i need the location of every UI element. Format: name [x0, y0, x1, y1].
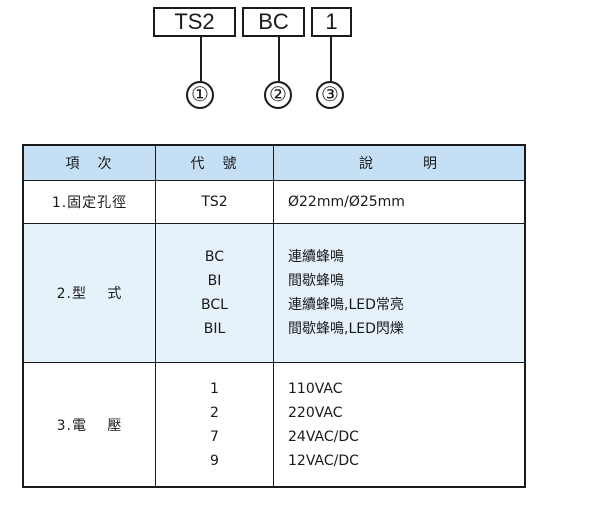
code-value: BI [207, 273, 222, 289]
table-row: 1.固定孔徑 TS2 Ø22mm/Ø25mm [22, 180, 526, 224]
description-value: Ø22mm/Ø25mm [288, 194, 405, 210]
row-codes: TS2 [155, 180, 274, 224]
row-descriptions: 110VAC 220VAC 24VAC/DC 12VAC/DC [273, 362, 526, 488]
table-row: 3.電 壓 1 2 7 9 110VAC 220VAC 24VAC/DC 12V… [22, 362, 526, 488]
description-value: 220VAC [288, 404, 343, 421]
row-codes: 1 2 7 9 [155, 362, 274, 488]
marker-1: ① [186, 81, 214, 109]
code-box-type: BC [242, 7, 305, 37]
connector-line [278, 37, 280, 81]
description-value: 24VAC/DC [288, 428, 359, 445]
table-row: 2.型 式 BC BI BCL BIL 連續蜂鳴 間歇蜂鳴 連續蜂鳴,LED常亮… [22, 223, 526, 363]
header-code: 代 號 [155, 144, 274, 181]
code-value: 2 [210, 404, 219, 421]
connector-line [200, 37, 202, 81]
code-value: BCL [201, 297, 228, 313]
code-box-voltage: 1 [311, 7, 352, 37]
code-value: BIL [203, 321, 226, 337]
code-box-mounting-hole: TS2 [153, 7, 236, 37]
description-value: 間歇蜂鳴 [288, 273, 344, 289]
row-item: 3.電 壓 [22, 362, 156, 488]
code-value: 7 [210, 428, 219, 445]
description-value: 12VAC/DC [288, 452, 359, 469]
code-value: BC [204, 249, 225, 265]
row-descriptions: 連續蜂鳴 間歇蜂鳴 連續蜂鳴,LED常亮 間歇蜂鳴,LED閃爍 [273, 223, 526, 363]
row-item: 2.型 式 [22, 223, 156, 363]
row-codes: BC BI BCL BIL [155, 223, 274, 363]
marker-2: ② [264, 81, 292, 109]
row-descriptions: Ø22mm/Ø25mm [273, 180, 526, 224]
connector-line [330, 37, 332, 81]
header-description: 說 明 [273, 144, 526, 181]
code-value: 1 [210, 380, 219, 397]
row-item: 1.固定孔徑 [22, 180, 156, 224]
spec-table: 項 次 代 號 說 明 1.固定孔徑 TS2 Ø22mm/Ø25mm 2.型 式… [22, 144, 526, 488]
description-value: 連續蜂鳴 [288, 249, 344, 265]
table-header-row: 項 次 代 號 說 明 [22, 144, 526, 181]
marker-3: ③ [316, 81, 344, 109]
header-item: 項 次 [22, 144, 156, 181]
code-value: 9 [210, 452, 219, 469]
description-value: 110VAC [288, 380, 343, 397]
description-value: 間歇蜂鳴,LED閃爍 [288, 321, 404, 337]
code-value: TS2 [201, 194, 228, 210]
description-value: 連續蜂鳴,LED常亮 [288, 297, 404, 313]
